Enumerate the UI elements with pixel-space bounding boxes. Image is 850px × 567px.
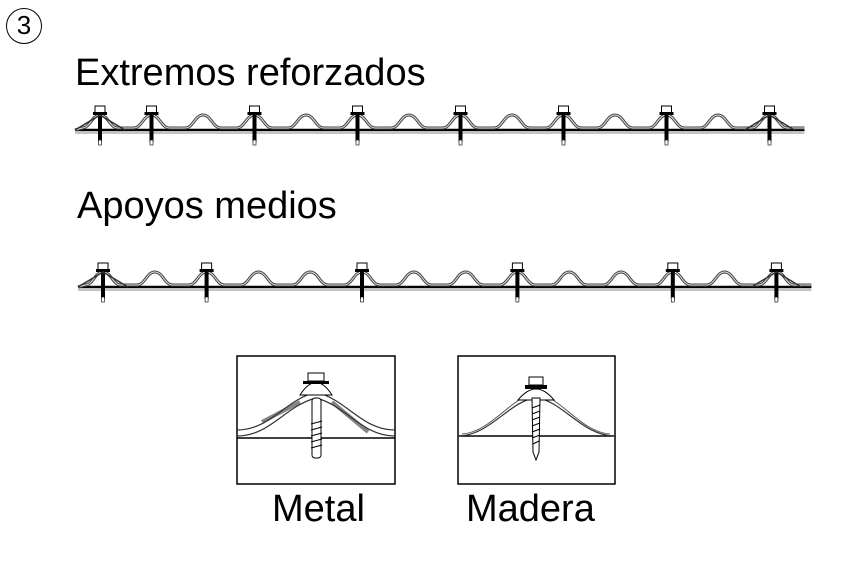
screw-icon bbox=[665, 262, 680, 303]
detail-label-madera: Madera bbox=[466, 488, 595, 530]
end-reinforcement bbox=[744, 114, 795, 131]
screw-icon bbox=[199, 262, 214, 303]
screw-icon bbox=[556, 105, 571, 146]
section-title-extremos: Extremos reforzados bbox=[75, 52, 426, 94]
profile-apoyos-medios bbox=[77, 262, 812, 303]
end-reinforcement bbox=[751, 271, 802, 288]
end-reinforcement bbox=[74, 114, 126, 131]
screw-icon bbox=[93, 105, 107, 146]
profile-extremos-reforzados bbox=[74, 105, 805, 146]
screw-icon bbox=[762, 105, 777, 146]
screw-icon bbox=[510, 262, 525, 303]
screw-icon bbox=[247, 105, 262, 146]
detail-madera bbox=[457, 355, 616, 485]
screw-icon bbox=[350, 105, 365, 146]
screw-icon bbox=[355, 262, 369, 303]
screw-icon bbox=[659, 105, 674, 146]
end-reinforcement bbox=[77, 271, 129, 288]
screw-icon bbox=[96, 262, 110, 303]
detail-metal bbox=[236, 355, 396, 485]
screw-icon bbox=[453, 105, 468, 146]
detail-label-metal: Metal bbox=[272, 488, 365, 530]
screw-icon bbox=[769, 262, 784, 303]
section-title-apoyos: Apoyos medios bbox=[77, 185, 337, 227]
screw-icon bbox=[144, 105, 159, 146]
step-number-badge: 3 bbox=[6, 8, 42, 44]
